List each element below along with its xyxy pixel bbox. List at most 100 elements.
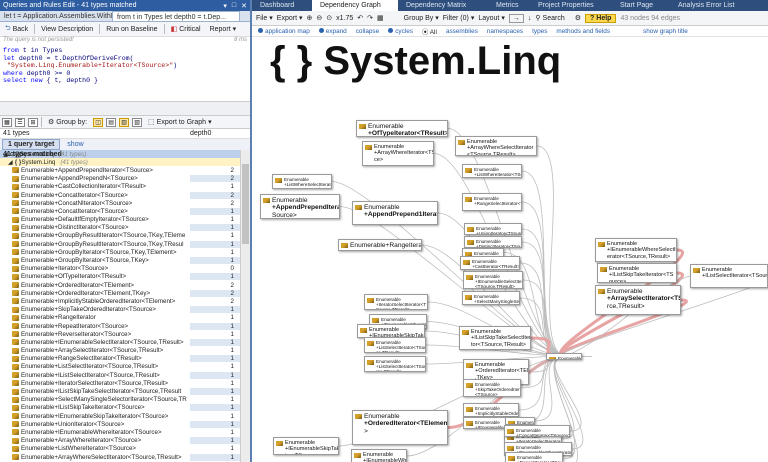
show-link[interactable]: show [67,141,84,148]
table-row[interactable]: Enumerable+Iterator<TSource>0 [0,265,242,273]
expand-icon[interactable]: ⊞ [28,117,38,127]
table-row[interactable]: Enumerable+OrderedIterator<TElement,TKey… [0,289,242,297]
export-to-graph-button[interactable]: ⬚Export to Graph▾ [148,118,212,127]
layout-icon[interactable]: ▦ [377,15,384,22]
graph-node[interactable]: Enumerable+ConcatIterator<TSource> [504,425,570,437]
table-row[interactable]: Enumerable+AppendPrependIterator<TSource… [0,166,242,174]
tab-dependency-graph[interactable]: Dependency Graph [312,0,398,11]
group-by-namespace-icon[interactable]: ◫ [93,117,104,127]
graph-node[interactable]: Enumerable+IEnumerableSkipTakeIterator<T… [357,324,425,338]
graph-canvas[interactable]: { } System.Linq Enumerable+OfTypeIterato… [252,37,768,462]
collapse-icon[interactable]: ◢ [8,158,13,166]
table-row[interactable]: Enumerable+UnionIterator<TSource>1 [0,420,242,428]
view-description-button[interactable]: View Description [41,25,94,33]
graph-node[interactable]: Enumerable+DistinctIterator<TSource> [464,236,522,248]
layout-menu[interactable]: Layout▾ [478,14,505,23]
expand-link[interactable]: expand [318,27,347,35]
table-row[interactable]: Enumerable+GroupByResultIterator<TSource… [0,232,242,240]
direction-right-icon[interactable]: → [508,13,524,23]
query-tab-1[interactable]: let t = Application.Assemblies.WithN... [4,13,112,20]
table-row[interactable]: Enumerable+CastCollectionIterator<TResul… [0,183,242,191]
namespaces-link[interactable]: namespaces [486,27,524,35]
run-on-baseline-button[interactable]: Run on Baseline [106,25,158,33]
graph-node[interactable]: Enumerable+Iterator<TSource> [546,353,582,360]
redo-icon[interactable]: ↷ [367,15,374,22]
table-row[interactable]: Enumerable+ArrayWhereSelectIterator<TSou… [0,453,242,461]
zoom-out-icon[interactable]: ⊖ [316,15,323,22]
graph-node[interactable]: Enumerable+IEnumerableWhereSelectIterato… [351,449,407,462]
group-by-menu[interactable]: Group By▾ [403,14,439,23]
table-row[interactable]: Enumerable+ArraySelectIterator<TSource,T… [0,347,242,355]
search-button[interactable]: ⚲Search [535,14,565,23]
all-link[interactable]: ⦿ All [421,28,437,36]
table-row[interactable]: Enumerable+ConcatIterator<TSource>1 [0,207,242,215]
filter-menu[interactable]: Filter (0)▾ [442,14,475,23]
table-row[interactable]: Enumerable+SkipTakeOrderedIterator<TSour… [0,306,242,314]
tab-analysis-error-list[interactable]: Analysis Error List [678,2,735,9]
application-map-link[interactable]: application map [258,27,310,35]
zoom-in-icon[interactable]: ⊕ [306,15,313,22]
graph-node[interactable]: Enumerable+OrderedIterator<TElement> [352,410,448,445]
critical-checkbox[interactable]: ◧Critical [170,25,201,34]
dropdown-icon[interactable]: ▾ [223,2,227,10]
direction-down-icon[interactable]: ↓ [527,14,532,22]
table-row[interactable]: Enumerable+GroupByIterator<TSource,TKey>… [0,256,242,265]
undo-icon[interactable]: ↶ [357,15,364,22]
graph-node[interactable]: Enumerable+IListSelectIterator<TSource,T… [690,264,768,288]
namespace-row[interactable]: ◢ ⊙{} System.Linq (41 types) [0,150,242,158]
assemblies-link[interactable]: assemblies [445,27,478,35]
methods-and-fields-link[interactable]: methods and fields [556,27,611,35]
namespace-row[interactable]: ◢ { } System.Linq (41 types) [0,158,242,167]
graph-node[interactable]: Enumerable+OfTypeIterator<TResult> [356,120,448,137]
tree-icon[interactable]: ☰ [15,117,25,127]
back-button[interactable]: ⮌Back [5,24,29,33]
cycles-link[interactable]: cycles [388,27,413,35]
show-graph-title-link[interactable]: show graph title [643,27,688,35]
collapse-link[interactable]: collapse [355,27,380,35]
tab-start-page[interactable]: Start Page [620,2,654,9]
table-row[interactable]: Enumerable+GroupByIterator<TSource,TKey,… [0,248,242,256]
report-dropdown[interactable]: Report▾ [209,25,237,34]
table-row[interactable]: Enumerable+OrderedIterator<TElement>2 [0,281,242,289]
file-menu[interactable]: File▾ [256,14,273,23]
settings-icon[interactable]: ⚙ [574,15,581,22]
close-icon[interactable]: ✕ [241,2,247,10]
table-row[interactable]: Enumerable+DistinctIterator<TSource>1 [0,224,242,232]
graph-node[interactable]: Enumerable+CastIterator<TResult> [460,256,520,270]
help-button[interactable]: ?Help [585,13,617,23]
graph-node[interactable]: Enumerable+AppendPrepend1Iterator<TSourc… [352,201,438,225]
table-row[interactable]: Enumerable+ImplicitlyStableOrderedIterat… [0,297,242,305]
graph-node[interactable]: Enumerable+IEnumerableSelectIterator<TSo… [463,271,523,289]
types-link[interactable]: types [532,27,548,35]
collapse-icon[interactable]: ◢ [3,150,8,158]
tab-dependency-matrix[interactable]: Dependency Matrix [406,2,467,9]
graph-node[interactable]: Enumerable+RangeSelectIterator<TResult> [462,193,522,211]
graph-node[interactable]: Enumerable+ArraySelectIterator<TSource,T… [595,285,681,315]
graph-node[interactable]: Enumerable+AppendPrependIterator<TSource… [260,194,340,219]
graph-node[interactable]: Enumerable+ListWhereIterator<TSource> [462,164,522,178]
table-row[interactable]: Enumerable+IListSkipTakeSelectIterator<T… [0,387,242,396]
tab-project-properties[interactable]: Project Properties [538,2,594,9]
depth-column-header[interactable]: depth0 [190,130,212,137]
graph-node[interactable]: Enumerable+IEnumerableSkipTakeIterator<T… [273,437,339,455]
table-row[interactable]: Enumerable+OfTypeIterator<TResult>1 [0,273,242,281]
graph-node[interactable]: Enumerable+ArrayWhereIterator<TSource> [362,141,434,166]
table-row[interactable]: Enumerable+ListSelectIterator<TSource,TR… [0,363,242,371]
tab-metrics[interactable]: Metrics [496,2,519,9]
zoom-fit-icon[interactable]: ⊙ [326,15,333,22]
query-target-tab[interactable]: 1 query target [2,139,61,150]
graph-node[interactable]: Enumerable+ImplicitlyStableOrderedIterat… [463,403,519,417]
table-row[interactable]: Enumerable+IListSelectIterator<TSource,T… [0,371,242,379]
results-scrollbar[interactable] [240,150,250,462]
graph-node[interactable]: Enumerable+SkipTakeOrderedIterator<TSour… [463,379,521,397]
table-row[interactable]: Enumerable+IEnumerableSkipTakeIterator<T… [0,412,242,420]
graph-node[interactable]: Enumerable+ListWhereSelectIterator<TSour… [272,174,332,189]
table-row[interactable]: Enumerable+IEnumerableWhereIterator<TSou… [0,428,242,436]
